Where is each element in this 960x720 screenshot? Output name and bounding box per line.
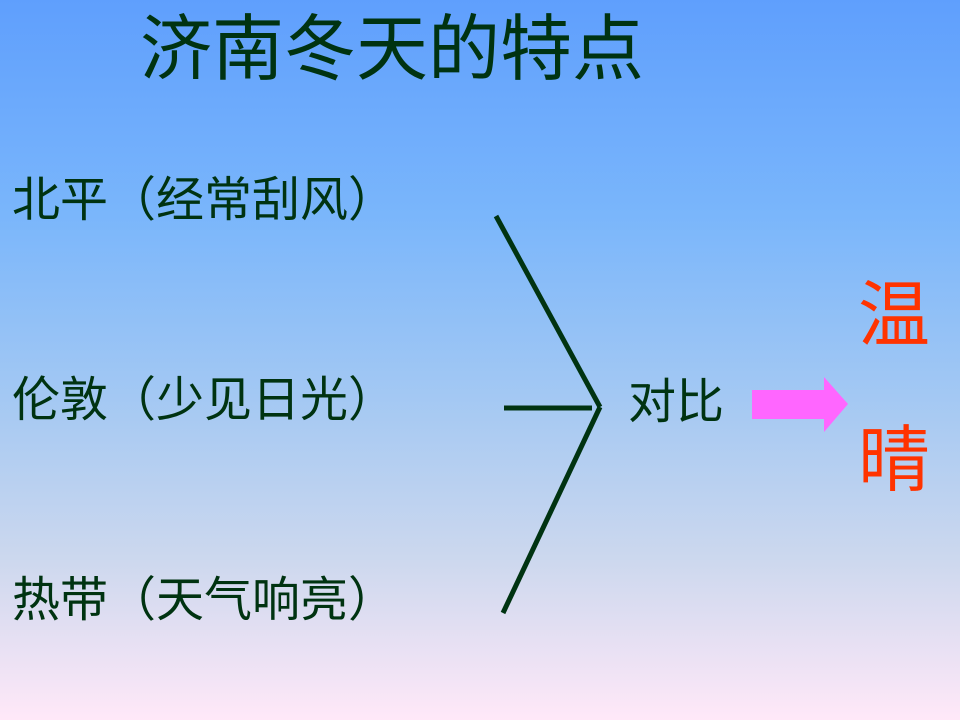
result-char-warm: 温 bbox=[858, 273, 931, 357]
comparison-tropics: 热带（天气响亮） bbox=[12, 570, 396, 630]
comparison-beiping: 北平（经常刮风） bbox=[12, 170, 396, 230]
place-label: 北平 bbox=[12, 172, 109, 228]
compare-label: 对比 bbox=[628, 374, 725, 430]
arrow-right-icon bbox=[752, 377, 848, 432]
lower-bracket-line bbox=[500, 405, 603, 615]
slide-title: 济南冬天的特点 bbox=[140, 7, 645, 91]
result-char-sunny: 晴 bbox=[858, 418, 931, 502]
trait-label: （经常刮风） bbox=[108, 172, 397, 228]
trait-label: （少见日光） bbox=[108, 372, 397, 428]
trait-label: （天气响亮） bbox=[108, 572, 397, 628]
place-label: 伦敦 bbox=[12, 372, 109, 428]
comparison-london: 伦敦（少见日光） bbox=[12, 370, 396, 430]
place-label: 热带 bbox=[12, 572, 109, 628]
upper-bracket-line bbox=[493, 214, 603, 409]
